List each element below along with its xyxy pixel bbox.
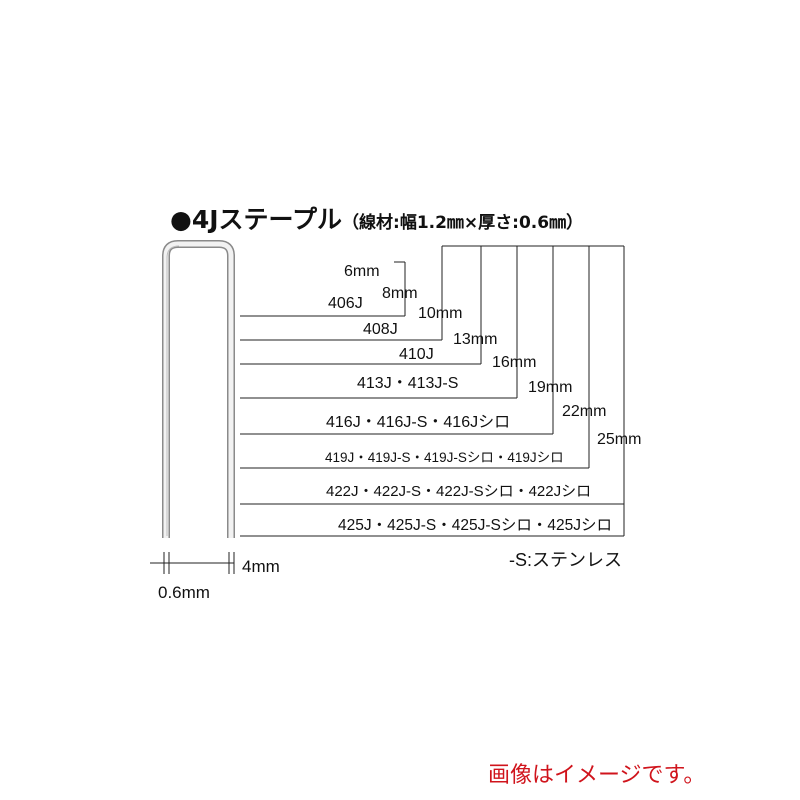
length-label: 8mm [382,285,418,302]
image-disclaimer: 画像はイメージです。 [488,763,706,788]
length-label: 13mm [453,331,497,348]
length-rows: 6mm 406J 8mm 408J 10mm 410J 13mm 413J・413J-S 16m… [240,245,641,537]
length-label: 10mm [418,305,462,322]
diagram-title: ●4Jステープル（線材:幅1.2㎜×厚さ:0.6㎜） [170,200,583,236]
length-label: 25mm [597,431,641,448]
thickness-label: 0.6mm [158,583,210,602]
model-label: 416J・416J-S・416Jシロ [326,414,510,431]
staple-icon [162,240,235,538]
model-label: 413J・413J-S [357,375,458,392]
length-label: 6mm [344,263,380,280]
length-label: 19mm [528,379,572,396]
title-text: ●4Jステープル [170,205,343,234]
length-label: 16mm [492,354,536,371]
model-label: 422J・422J-S・422J-Sシロ・422Jシロ [326,483,591,500]
length-label: 22mm [562,403,606,420]
crown-label: 4mm [242,557,280,576]
thickness-dimension [150,552,235,574]
model-label: 419J・419J-S・419J-Sシロ・419Jシロ [325,450,564,465]
model-label: 425J・425J-S・425J-Sシロ・425Jシロ [338,517,612,534]
model-label: 410J [399,346,434,363]
subtitle-text: （線材:幅1.2㎜×厚さ:0.6㎜） [342,213,584,233]
material-note: -S:ステンレス [509,550,622,570]
model-label: 406J [328,295,363,312]
model-label: 408J [363,321,398,338]
